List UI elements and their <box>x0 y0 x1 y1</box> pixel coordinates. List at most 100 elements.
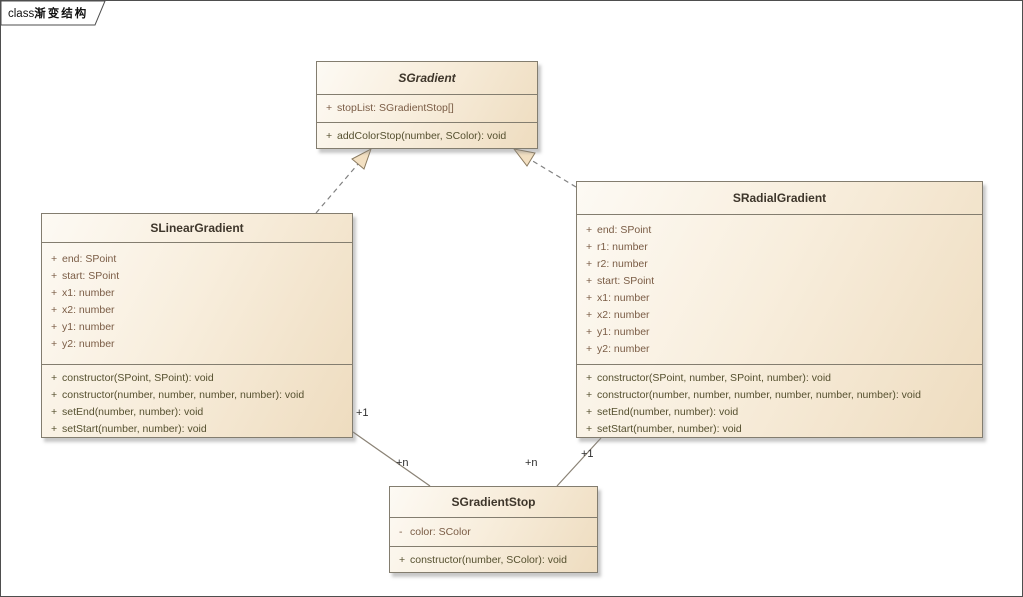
visibility-sign: + <box>51 338 58 350</box>
attribute-text: y2: number <box>62 338 115 350</box>
attribute-row: + y2: number <box>42 336 352 353</box>
visibility-sign: + <box>51 321 58 333</box>
visibility-sign: - <box>399 526 403 538</box>
method-row: + constructor(number, number, number, num… <box>577 387 982 404</box>
visibility-sign: + <box>51 372 58 384</box>
attribute-text: r1: number <box>597 241 648 253</box>
attribute-text: y1: number <box>597 326 650 338</box>
attribute-text: x1: number <box>62 287 115 299</box>
method-text: setEnd(number, number): void <box>62 406 204 418</box>
attribute-row: + x2: number <box>577 307 982 324</box>
visibility-sign: + <box>586 406 593 418</box>
attribute-text: x2: number <box>62 304 115 316</box>
method-row: + addColorStop(number, SColor): void <box>317 123 537 150</box>
association-slineargradient-to-sgradientstop[interactable] <box>352 431 431 487</box>
attribute-text: color: SColor <box>410 526 471 538</box>
method-row: + setEnd(number, number): void <box>42 404 352 421</box>
attribute-text: end: SPoint <box>62 253 117 265</box>
visibility-sign: + <box>586 292 593 304</box>
attribute-text: start: SPoint <box>597 275 655 287</box>
attribute-text: stopList: SGradientStop[] <box>337 102 454 114</box>
methods-compartment: +constructor(SPoint, number, SPoint, num… <box>577 364 982 439</box>
class-title-sgradient: SGradient <box>398 71 456 85</box>
attributes-compartment: + stopList: SGradientStop[] <box>317 94 537 122</box>
visibility-sign: + <box>51 406 58 418</box>
attributes-compartment: +end: SPoint +start: SPoint +x1: number … <box>42 242 352 364</box>
attribute-row: + end: SPoint <box>42 251 352 268</box>
method-text: constructor(number, number, number, numb… <box>62 389 305 401</box>
method-text: setStart(number, number): void <box>62 423 207 435</box>
attribute-row: +x1: number <box>42 285 352 302</box>
association-sradialgradient-to-sgradientstop[interactable] <box>556 437 602 487</box>
attribute-row: + y1: number <box>42 319 352 336</box>
visibility-sign: + <box>399 554 406 566</box>
attribute-row: + stopList: SGradientStop[] <box>317 95 537 122</box>
attribute-text: y1: number <box>62 321 115 333</box>
attribute-text: start: SPoint <box>62 270 120 282</box>
visibility-sign: + <box>326 102 333 114</box>
realization-sradialgradient-to-sgradient[interactable] <box>512 148 577 188</box>
method-row: + constructor(SPoint, SPoint): void <box>42 370 352 387</box>
attribute-row: + end: SPoint <box>577 222 982 239</box>
methods-compartment: +constructor(SPoint, SPoint): void +cons… <box>42 364 352 439</box>
multiplicity-label-sradial-target: +n <box>525 457 538 469</box>
realization-arrowhead <box>351 147 372 170</box>
visibility-sign: + <box>586 389 593 401</box>
visibility-sign: + <box>51 304 58 316</box>
method-text: constructor(number, number, number, numb… <box>597 389 921 401</box>
visibility-sign: + <box>51 270 58 282</box>
class-title-sgradientstop: SGradientStop <box>451 495 536 509</box>
visibility-sign: + <box>586 224 593 236</box>
class-box-slineargradient[interactable]: SLinearGradient + end: SPoint + start: SPo… <box>41 213 353 438</box>
multiplicity-label-sradial-source: +1 <box>581 448 594 460</box>
visibility-sign: + <box>326 130 333 142</box>
attribute-text: end: SPoint <box>597 224 652 236</box>
visibility-sign: + <box>586 241 593 253</box>
method-text: addColorStop(number, SColor): void <box>337 130 507 142</box>
method-row: +constructor(number, number, number, num… <box>42 387 352 404</box>
frame-title: 渐变结构 <box>34 8 89 20</box>
attribute-text: r2: number <box>597 258 648 270</box>
visibility-sign: + <box>586 372 593 384</box>
method-text: setEnd(number, number): void <box>597 406 739 418</box>
visibility-sign: + <box>586 423 593 435</box>
frame-keyword: class <box>8 8 35 20</box>
visibility-sign: + <box>51 253 58 265</box>
frame-tab-shape <box>1 1 106 26</box>
method-row: + constructor(number, SColor): void <box>390 547 597 574</box>
visibility-sign: + <box>586 275 593 287</box>
method-text: constructor(SPoint, SPoint): void <box>62 372 214 384</box>
class-box-sradialgradient[interactable]: SRadialGradient + end: SPoint + r1: number… <box>576 181 983 438</box>
visibility-sign: + <box>586 309 593 321</box>
methods-compartment: + constructor(number, SColor): void <box>390 546 597 574</box>
class-title-slineargradient: SLinearGradient <box>150 221 244 235</box>
class-title-sradialgradient: SRadialGradient <box>732 191 827 205</box>
attribute-row: + start: SPoint <box>577 273 982 290</box>
method-row: + setStart(number, number): void <box>577 421 982 438</box>
realization-arrowhead <box>512 148 536 167</box>
realization-slineargradient-to-sgradient[interactable] <box>315 147 372 214</box>
multiplicity-label-slinear-target: +n <box>396 457 409 469</box>
frame-label-tab: class渐变结构 <box>1 1 113 26</box>
visibility-sign: + <box>586 326 593 338</box>
class-box-sgradient[interactable]: SGradient + stopList: SGradientStop[] + ad… <box>316 61 538 149</box>
attribute-row: + x2: number <box>42 302 352 319</box>
attribute-row: + start: SPoint <box>42 268 352 285</box>
attribute-row: + r1: number <box>577 239 982 256</box>
visibility-sign: + <box>51 423 58 435</box>
attributes-compartment: -color: SColor <box>390 517 597 546</box>
visibility-sign: + <box>586 258 593 270</box>
attribute-text: x2: number <box>597 309 650 321</box>
attributes-compartment: + end: SPoint + r1: number + r2: number + st… <box>577 214 982 364</box>
method-text: setStart(number, number): void <box>597 423 742 435</box>
multiplicity-label-slinear-source: +1 <box>356 407 369 419</box>
class-box-sgradientstop[interactable]: SGradientStop -color: SColor + constructo… <box>389 486 598 573</box>
attribute-row: + y1: number <box>577 324 982 341</box>
frame-label: class渐变结构 <box>8 5 88 21</box>
attribute-row: + r2: number <box>577 256 982 273</box>
attribute-row: -color: SColor <box>390 518 597 546</box>
method-text: constructor(number, SColor): void <box>410 554 567 566</box>
methods-compartment: + addColorStop(number, SColor): void <box>317 122 537 150</box>
method-row: +constructor(SPoint, number, SPoint, num… <box>577 370 982 387</box>
